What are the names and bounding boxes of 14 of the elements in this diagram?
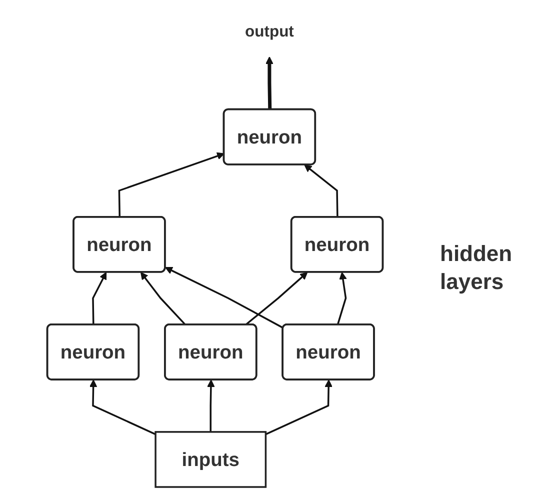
side-label: hidden layers (440, 240, 514, 295)
arrow (245, 272, 308, 326)
arrow (165, 266, 284, 329)
arrow (207, 380, 215, 432)
arrow (89, 380, 156, 436)
arrow (336, 272, 347, 326)
node-box: inputs (154, 431, 267, 488)
node-text: output (244, 22, 294, 40)
arrow (118, 152, 225, 218)
arrow (140, 272, 186, 326)
arrow (266, 56, 274, 110)
arrow (265, 380, 332, 436)
arrow (304, 164, 338, 218)
arrow (92, 272, 107, 325)
